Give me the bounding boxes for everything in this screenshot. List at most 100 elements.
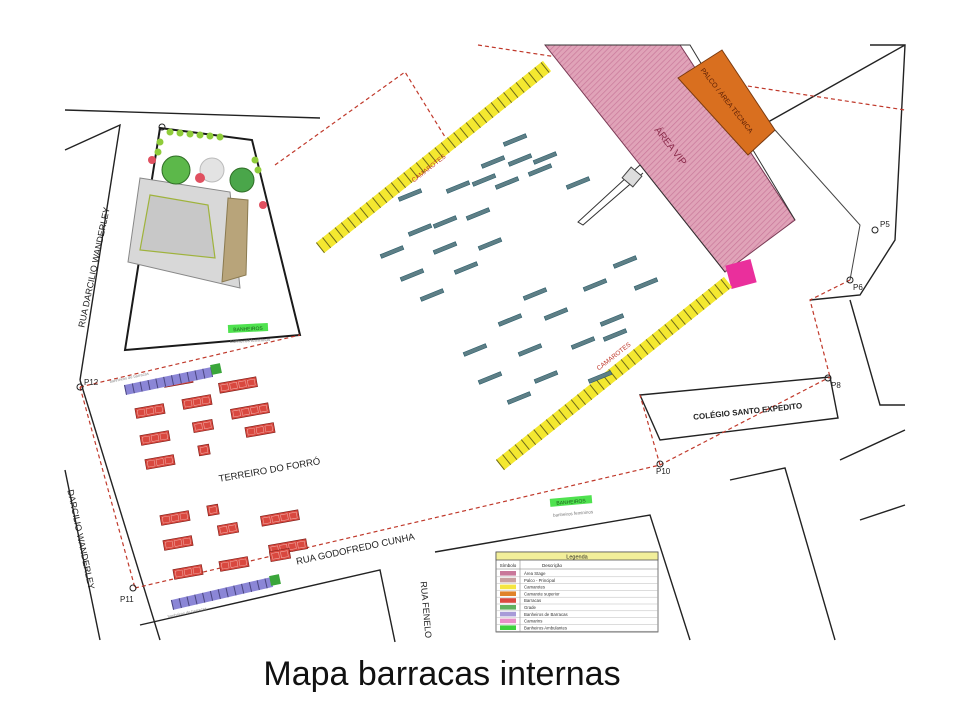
stand [432,215,458,229]
barraca-group [191,418,215,434]
legend-swatch [500,605,516,610]
stand [471,173,497,187]
legend-swatch [500,584,516,590]
stand [602,328,628,342]
stand [494,176,520,190]
legend-swatch [500,611,516,617]
ref-point-p8: P8 [824,374,841,390]
legend-row: Camarins [496,618,658,625]
rua-darcilio-top-label: RUA DARCILIO WANDERLEY [76,206,111,328]
stand [397,188,423,202]
stand [502,133,528,147]
ref-point-p12: P12 [76,378,99,391]
technical-box [621,166,643,188]
legend-row: Grade [496,605,658,611]
stand [599,313,625,327]
area-vip [543,44,796,273]
barraca-group [162,535,194,551]
svg-text:P8: P8 [831,381,841,390]
banheiros-label-1: BANHEIROS [233,326,263,334]
barraca-group [216,521,240,537]
legend-row: Área Stage [496,571,658,577]
rua-fenelo-label: RUA FENELO [419,581,434,639]
stand [465,207,491,221]
stand [419,288,445,302]
legend-title: Legenda [566,555,588,561]
stand [506,391,532,405]
legend-header-desc: Descrição [542,563,563,568]
ref-point-p10: P10 [656,460,671,476]
palco-outline [774,129,861,281]
legend-label: Camarotes [524,585,545,590]
stand [399,268,425,282]
barraca-group [134,403,166,419]
stage-outline [545,44,796,273]
legend: Legenda Símbolo Descrição Área StagePalc… [495,551,659,633]
stand [497,313,523,327]
stand [582,278,608,292]
stand [445,180,471,194]
stand [612,255,638,269]
banheiros-label-2: BANHEIROS [556,498,587,507]
legend-row: Palco - Principal [496,577,658,584]
barraca-group [159,510,191,526]
svg-text:P5: P5 [880,220,890,229]
ref-point-top [158,123,166,131]
rua-darcilio-bottom-label: DARCILIO WANDERLEY [65,489,96,591]
stand [543,307,569,321]
stand [379,245,405,259]
stand [453,261,479,275]
legend-label: Grade [524,605,537,610]
stand [462,343,488,357]
legend-swatch [500,625,516,630]
stand [517,343,543,357]
svg-text:P11: P11 [120,595,134,604]
stand [633,277,659,291]
barraca-group [181,394,213,410]
stand [407,223,433,237]
central-stands [379,133,659,405]
ref-point-p6: P6 [846,276,863,292]
terreiro-label: TERREIRO DO FORRÓ [218,456,321,485]
stand [507,153,533,167]
svg-text:P12: P12 [84,378,99,387]
barraca-group [260,509,300,527]
colegio-label: COLÉGIO SANTO EXPEDITO [693,401,803,421]
svg-text:P10: P10 [656,467,671,476]
legend-swatch [500,618,516,624]
legend-swatch [500,598,516,603]
legend-label: Barracas [524,598,541,603]
legend-label: Banheiros de Barracas [524,612,568,617]
barraca-group [139,430,171,446]
camarotes-bottom-strip [495,276,733,471]
slide-caption: Mapa barracas internas [263,655,621,693]
legend-row: Barracas [496,598,658,605]
banheiros-sub-1: banheiros femininos [230,337,271,344]
banheiros-badge-2 [549,495,593,507]
stand [527,163,553,177]
barraca-group [144,454,176,470]
barraca-group [244,422,276,438]
legend-row: Camarotes [496,584,658,591]
stand [587,370,613,384]
stand [532,151,558,165]
stand [477,371,503,385]
legend-label: Área Stage [524,571,546,576]
banheiros-sub-2: banheiros femininos [553,509,594,518]
garden-block [127,128,267,289]
stand [533,370,559,384]
stand [522,287,548,301]
boundary-lines [79,44,906,589]
legend-row: Camarote superior [496,591,658,598]
legend-row: Banheiros Ambulantes [496,625,658,632]
terreiro-barracas [134,372,308,580]
legend-label: Palco - Principal [524,578,555,583]
ref-point-p11: P11 [120,584,137,604]
camarotes-top-strip [315,60,552,254]
legend-label: Camarins [524,619,542,624]
stand [570,336,596,350]
legend-row: Banheiros de Barracas [496,611,658,618]
legend-label: Banheiros Ambulantes [524,625,567,630]
